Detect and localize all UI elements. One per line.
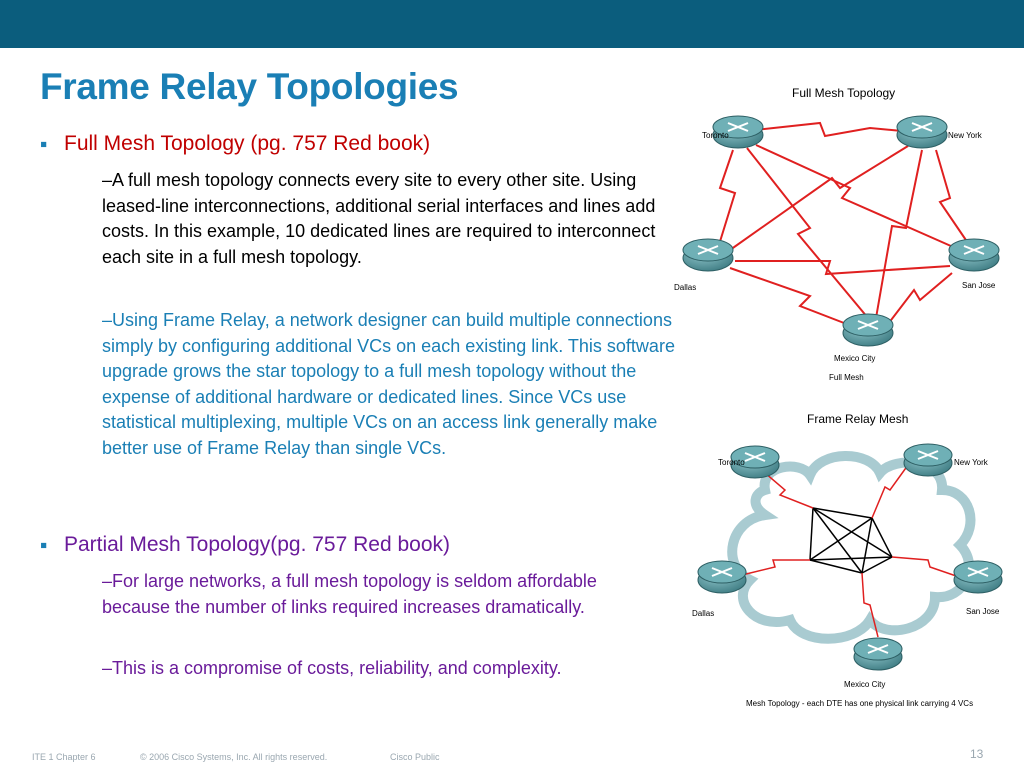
router-dallas <box>697 560 747 594</box>
frame-relay-description: –Using Frame Relay, a network designer c… <box>102 310 675 458</box>
label-mexico-city: Mexico City <box>844 680 885 689</box>
access-links <box>741 464 963 638</box>
leased-lines <box>717 121 971 329</box>
router-new-york <box>896 115 948 149</box>
label-toronto: Toronto <box>702 131 729 140</box>
footer-copyright: © 2006 Cisco Systems, Inc. All rights re… <box>140 752 328 762</box>
label-mexico-city: Mexico City <box>834 354 875 363</box>
full-mesh-title: Full Mesh Topology <box>792 86 895 100</box>
label-dallas: Dallas <box>692 609 714 618</box>
router-mexico-city <box>853 637 903 671</box>
router-dallas <box>682 238 734 272</box>
bullet-marker: ▪ <box>40 534 48 557</box>
label-new-york: New York <box>948 131 983 140</box>
frame-relay-mesh-diagram: Frame Relay Mesh <box>692 412 1003 708</box>
full-mesh-caption: Full Mesh <box>829 373 864 382</box>
page-number: 13 <box>970 747 984 761</box>
slide-title: Frame Relay Topologies <box>40 66 459 107</box>
bullet-full-mesh: Full Mesh Topology (pg. 757 Red book) <box>64 132 431 155</box>
router-toronto <box>730 445 780 479</box>
frame-relay-mesh-title: Frame Relay Mesh <box>807 412 908 426</box>
bullet-partial-mesh: Partial Mesh Topology(pg. 757 Red book) <box>64 533 451 556</box>
footer-classification: Cisco Public <box>390 752 440 762</box>
frame-relay-cloud <box>727 451 976 644</box>
footer-course: ITE 1 Chapter 6 <box>32 752 96 762</box>
router-san-jose <box>948 238 1000 272</box>
label-toronto: Toronto <box>718 458 745 467</box>
label-dallas: Dallas <box>674 283 696 292</box>
bullet-marker: ▪ <box>40 133 48 156</box>
full-mesh-description: –A full mesh topology connects every sit… <box>102 170 656 267</box>
partial-mesh-cost: –For large networks, a full mesh topolog… <box>102 571 597 617</box>
frame-relay-mesh-caption: Mesh Topology - each DTE has one physica… <box>746 699 973 708</box>
label-san-jose: San Jose <box>962 281 996 290</box>
router-toronto <box>712 115 764 149</box>
router-new-york <box>903 443 953 477</box>
label-san-jose: San Jose <box>966 607 1000 616</box>
partial-mesh-compromise: –This is a compromise of costs, reliabil… <box>102 658 562 678</box>
router-san-jose <box>953 560 1003 594</box>
router-mexico-city <box>842 313 894 347</box>
label-new-york: New York <box>954 458 989 467</box>
header-bar <box>0 0 1024 48</box>
virtual-circuits <box>809 507 893 574</box>
full-mesh-diagram: Full Mesh Topology Toronto New York <box>674 86 1000 382</box>
